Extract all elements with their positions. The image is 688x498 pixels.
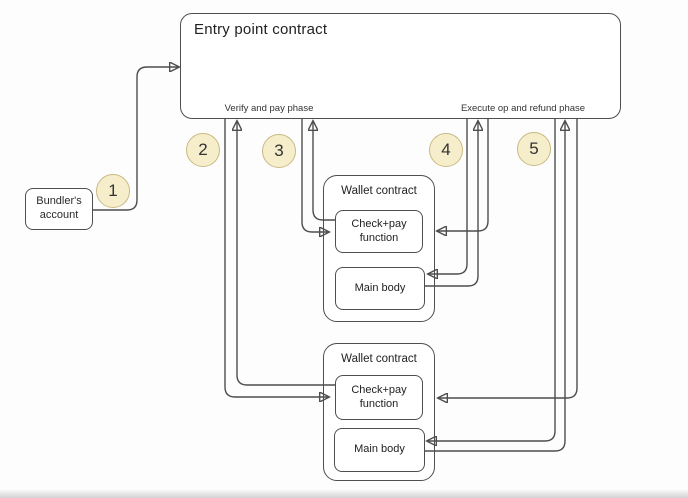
wallet-contract-top-title: Wallet contract bbox=[341, 185, 417, 197]
connector-step5-call-main-body-bottom bbox=[428, 119, 556, 441]
entry-point-box bbox=[180, 13, 621, 119]
bundler-account-box: Bundler's account bbox=[25, 188, 93, 230]
verify-phase-label: Verify and pay phase bbox=[224, 103, 314, 114]
check-pay-function-top-box: Check+pay function bbox=[335, 210, 423, 253]
connector-step5-call-check-pay-bottom bbox=[439, 119, 578, 398]
step-badge-5: 5 bbox=[517, 132, 551, 166]
bottom-edge-shadow bbox=[0, 489, 688, 498]
step-badge-4: 4 bbox=[429, 133, 463, 167]
wallet-contract-bottom-title: Wallet contract bbox=[341, 353, 417, 365]
step-badge-3: 3 bbox=[262, 134, 296, 168]
main-body-top-box: Main body bbox=[335, 267, 425, 310]
step-badge-1: 1 bbox=[96, 174, 130, 208]
main-body-bottom-box: Main body bbox=[334, 428, 425, 472]
execute-phase-label: Execute op and refund phase bbox=[460, 103, 586, 114]
check-pay-function-bottom-box: Check+pay function bbox=[335, 375, 423, 420]
entry-point-title: Entry point contract bbox=[194, 21, 328, 38]
step-badge-2: 2 bbox=[186, 133, 220, 167]
connector-step5-return-to-entry bbox=[425, 122, 565, 452]
